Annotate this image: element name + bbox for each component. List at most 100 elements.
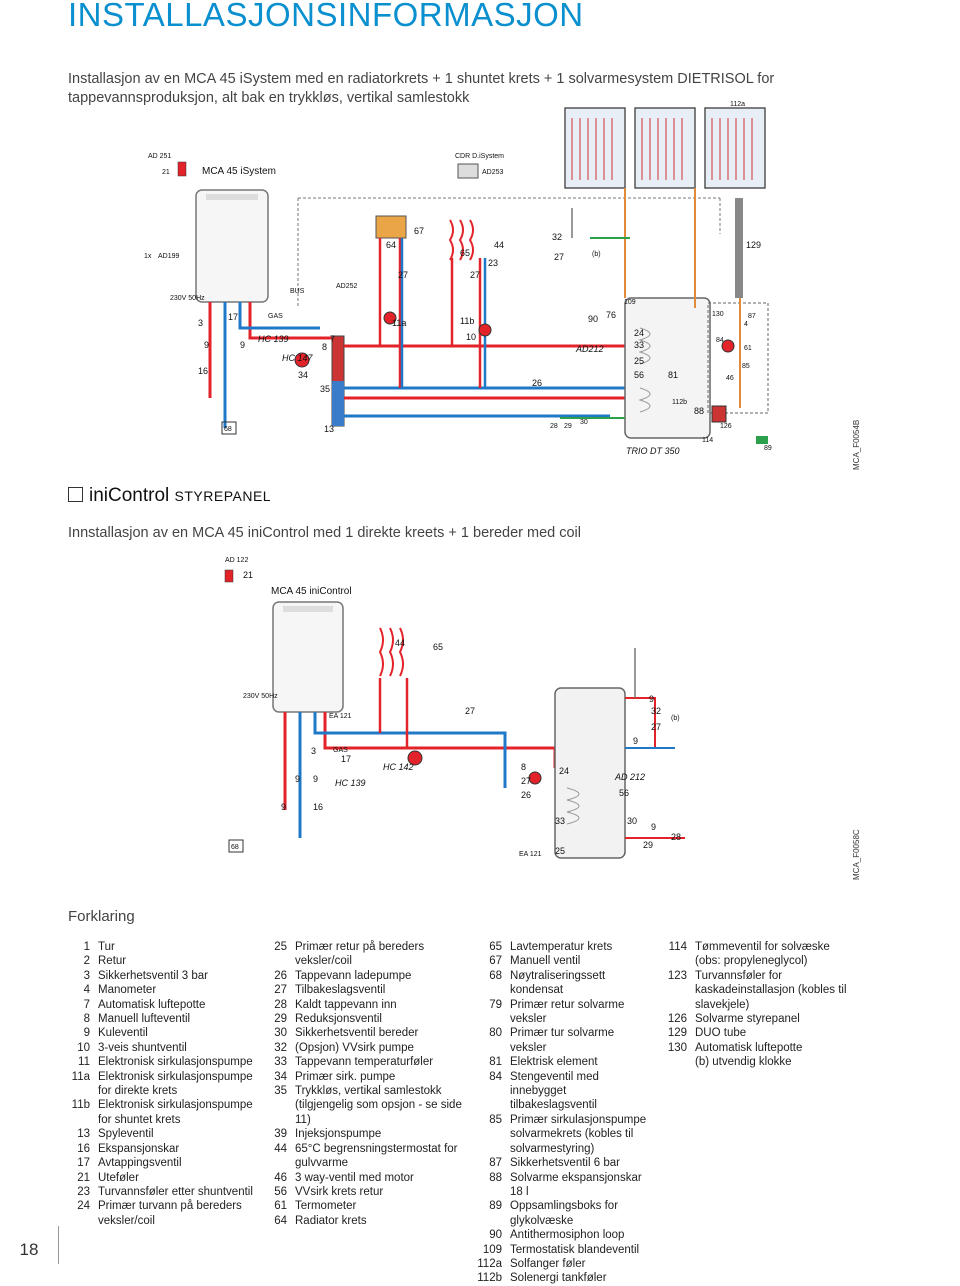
label-3: 3 <box>311 746 316 756</box>
legend-item-number: 7 <box>83 998 90 1011</box>
legend-item-number: 8 <box>83 1013 90 1026</box>
legend-item-text: Primær retur på bereders veksler/coil <box>295 941 425 968</box>
legend-item-number: 126 <box>667 1013 687 1026</box>
legend-item-text: Sikkerhetsventil 6 bar <box>510 1157 620 1170</box>
label-114: 114 <box>702 437 713 444</box>
legend-item-text: Oppsamlingsboks for glykolvæske <box>510 1200 619 1227</box>
label-90: 90 <box>588 314 598 324</box>
label-25: 25 <box>555 846 565 856</box>
legend-item-text: 3-veis shuntventil <box>98 1041 187 1054</box>
legend-item-number: 35 <box>274 1085 287 1098</box>
legend-item-number: 17 <box>77 1157 90 1170</box>
label-76: 76 <box>606 310 616 320</box>
label-28: 28 <box>671 832 681 842</box>
label-9c: 9 <box>281 802 286 812</box>
boiler-label: MCA 45 iSystem <box>202 166 276 177</box>
legend-item-number: 10 <box>77 1041 90 1054</box>
label-21: 21 <box>162 169 170 176</box>
radiator-icon <box>375 215 407 239</box>
legend-item-text: Tappevann ladepumpe <box>295 969 412 982</box>
label-24: 24 <box>559 766 569 776</box>
label-17: 17 <box>341 754 351 764</box>
legend-item-text: Elektronisk sirkulasjonspumpe for shunte… <box>98 1099 253 1126</box>
legend-item-text: Ekspansjonskar <box>98 1142 180 1155</box>
section-caps: STYREPANEL <box>174 488 272 504</box>
legend-item-number: 64 <box>274 1214 287 1227</box>
label-29: 29 <box>564 423 572 430</box>
section-intro: Innstallasjon av en MCA 45 iniControl me… <box>68 525 582 541</box>
label-68: 68 <box>224 426 232 433</box>
legend-item-number: 109 <box>482 1243 502 1256</box>
label-35: 35 <box>320 384 330 394</box>
label-33: 33 <box>634 340 644 350</box>
legend-item-number: 68 <box>489 969 502 982</box>
label-61: 61 <box>744 345 752 352</box>
label-109: 109 <box>624 299 636 306</box>
label-65: 65 <box>433 642 443 652</box>
label-9f: 9 <box>651 822 656 832</box>
label-ad252: AD252 <box>336 283 358 290</box>
legend-item-number: 80 <box>489 1027 502 1040</box>
legend-item: (b) utvendig klokke <box>655 1055 855 1069</box>
label-230v: 230V 50Hz <box>243 693 278 700</box>
legend-item-number: 21 <box>77 1171 90 1184</box>
legend-item-number: 16 <box>77 1142 90 1155</box>
label-13: 13 <box>324 424 334 434</box>
legend-item-number: 87 <box>489 1157 502 1170</box>
label-27c: 27 <box>651 722 661 732</box>
label-gas: GAS <box>268 313 283 320</box>
legend-item-number: 2 <box>83 955 90 968</box>
label-ea121b: EA 121 <box>519 851 542 858</box>
label-27b: 27 <box>470 270 480 280</box>
label-29: 29 <box>643 840 653 850</box>
pump-34-icon <box>294 352 310 368</box>
legend-item-text: Primær sirk. pumpe <box>295 1070 396 1083</box>
label-27c: 27 <box>554 252 564 262</box>
boiler-inicontrol <box>272 601 344 713</box>
label-112b: 112b <box>672 399 687 406</box>
label-126: 126 <box>720 423 732 430</box>
legend-item-text: Termometer <box>295 1200 357 1213</box>
legend-item-number: 24 <box>77 1200 90 1213</box>
label-11a: 11a <box>392 318 406 328</box>
label-81: 81 <box>668 370 678 380</box>
label-16: 16 <box>313 802 323 812</box>
legend-item-number: 90 <box>489 1229 502 1242</box>
label-32: 32 <box>552 232 562 242</box>
label-ad253: AD253 <box>482 169 504 176</box>
label-44: 44 <box>395 638 405 648</box>
legend-item-text: Primær tur solvarme veksler <box>510 1027 615 1054</box>
label-ea121a: EA 121 <box>329 713 352 720</box>
outdoor-sensor-icon <box>177 161 187 177</box>
label-9a: 9 <box>204 340 209 350</box>
legend-item-text: Solvarme styrepanel <box>695 1013 800 1026</box>
label-46: 46 <box>726 375 734 382</box>
label-88: 88 <box>694 406 704 416</box>
legend-item-text: (b) utvendig klokke <box>695 1056 792 1069</box>
label-ad212: AD 212 <box>614 772 645 782</box>
legend-item-text: Solvarme ekspansjonskar 18 l <box>510 1171 642 1198</box>
legend-item-text: Retur <box>98 955 127 968</box>
